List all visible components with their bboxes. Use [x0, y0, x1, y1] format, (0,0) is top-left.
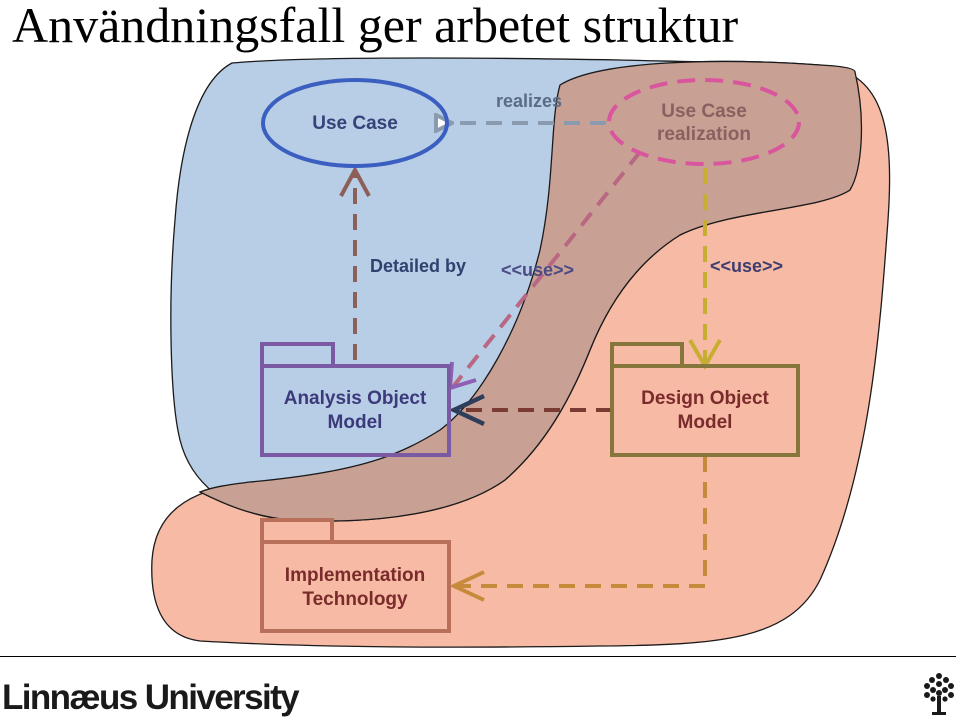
use-case-label: Use Case	[312, 113, 398, 134]
footer-divider	[0, 656, 956, 657]
implementation-technology-label-line1: Implementation	[285, 565, 425, 586]
realizes-label: realizes	[496, 91, 562, 111]
analysis-object-model-label-line2: Model	[328, 412, 383, 433]
detailed-by-arrowhead	[339, 165, 371, 197]
design-to-implementation-arrowhead	[449, 570, 485, 602]
use-case-realization-label-line1: Use Case	[661, 101, 747, 122]
detailed-by-label: Detailed by	[370, 256, 466, 276]
use-left-label: <<use>>	[501, 260, 574, 280]
use-case-realization-label-line2: realization	[657, 124, 751, 145]
design-object-model-label-line1: Design Object	[641, 388, 769, 409]
analysis-object-model-label-line1: Analysis Object	[284, 388, 427, 409]
slide-title: Användningsfall ger arbetet struktur	[12, 0, 739, 53]
design-object-model-package	[610, 342, 800, 457]
design-to-implementation-connector	[455, 456, 707, 588]
use-right-label: <<use>>	[710, 256, 783, 276]
analysis-object-model-package	[260, 342, 451, 457]
use-case-node	[261, 78, 449, 168]
university-wordmark: Linnæus University	[2, 678, 300, 717]
implementation-technology-label-line2: Technology	[302, 589, 408, 610]
design-object-model-label-line2: Model	[678, 412, 733, 433]
implementation-technology-package	[260, 518, 451, 633]
design-to-analysis-arrowhead	[448, 393, 485, 427]
use-case-realization-node	[607, 78, 801, 166]
tree-icon	[924, 673, 954, 715]
use-case-diagram: Use Case Use Case realization Analysis O…	[151, 57, 891, 648]
